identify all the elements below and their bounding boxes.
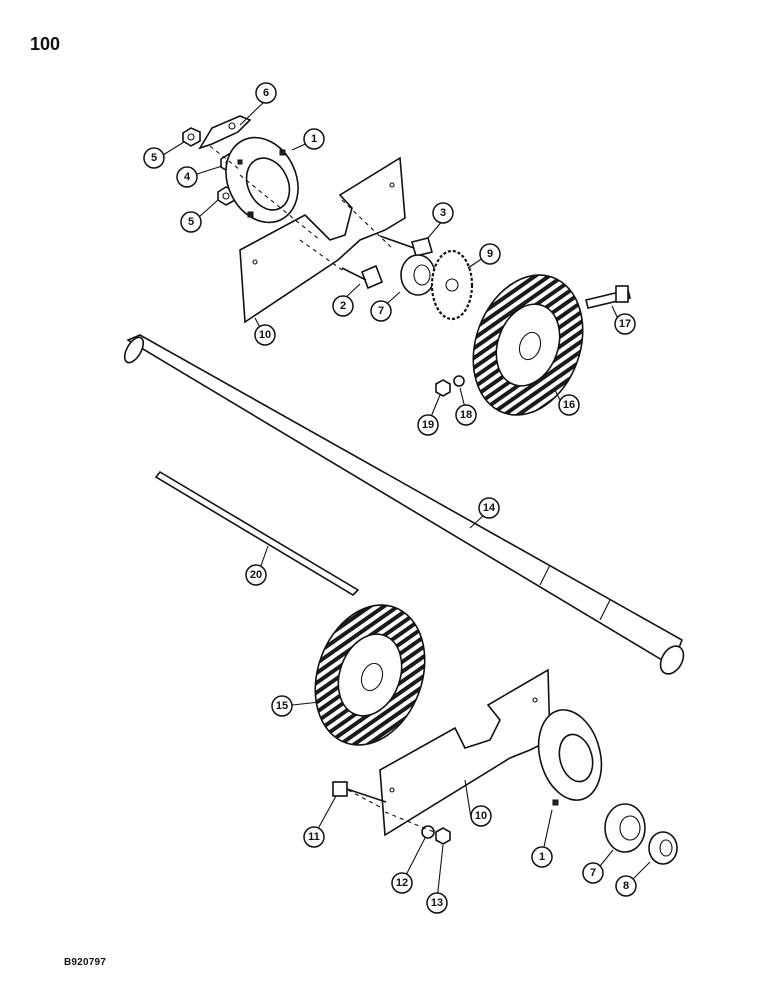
callout-8: 8 [615,875,637,897]
sprocket-part [430,249,474,321]
bolt-part [585,285,631,309]
svg-text:9: 9 [487,248,493,260]
side-plate-part [239,156,406,324]
callout-15: 15 [271,695,293,717]
washer-part [421,825,435,839]
callout-6: 6 [255,82,277,104]
callout-20: 20 [245,564,267,586]
svg-text:15: 15 [276,700,288,712]
callout-10: 10 [470,805,492,827]
svg-text:5: 5 [151,152,157,164]
bolt-part [379,235,433,257]
svg-text:12: 12 [396,877,408,889]
callout-19: 19 [417,414,439,436]
svg-text:6: 6 [263,87,269,99]
callout-7: 7 [370,300,392,322]
svg-text:7: 7 [590,867,596,879]
callout-13: 13 [426,892,448,914]
callout-9: 9 [479,243,501,265]
svg-text:17: 17 [619,318,631,330]
callout-5: 5 [143,147,165,169]
svg-text:8: 8 [623,880,629,892]
callout-16: 16 [558,394,580,416]
finned-disc-part [314,604,426,746]
callout-1: 1 [531,846,553,868]
svg-text:2: 2 [340,300,346,312]
svg-text:16: 16 [563,399,575,411]
callout-3: 3 [432,202,454,224]
key-part [154,470,360,597]
svg-text:14: 14 [483,502,496,514]
callout-2: 2 [332,295,354,317]
callout-12: 12 [391,872,413,894]
nut-part [182,127,201,147]
callout-4: 4 [176,166,198,188]
svg-text:1: 1 [539,851,545,863]
callout-11: 11 [303,826,325,848]
svg-text:10: 10 [475,810,487,822]
svg-text:4: 4 [184,171,191,183]
svg-text:5: 5 [188,216,194,228]
finned-disc-part [472,274,584,416]
svg-text:13: 13 [431,897,443,909]
svg-text:20: 20 [250,569,262,581]
svg-text:7: 7 [378,305,384,317]
bearing-part [400,254,436,296]
callout-18: 18 [455,404,477,426]
side-plate-part [379,668,551,837]
bearing-flange-part [225,136,299,224]
callout-5: 5 [180,211,202,233]
page-number: 100 [30,34,61,54]
bolt-part [332,781,387,803]
locking-collar-part [648,831,678,865]
shaft-part [123,334,685,675]
callout-14: 14 [478,497,500,519]
callout-1: 1 [303,128,325,150]
figure-code: B920797 [64,957,106,968]
nut-part [435,379,451,397]
svg-text:11: 11 [308,831,320,843]
svg-text:18: 18 [460,409,472,421]
callout-10: 10 [254,324,276,346]
washer-part [453,375,465,387]
svg-text:19: 19 [422,419,434,431]
bolt-part [341,264,384,290]
nut-part [435,827,451,845]
bearing-part [604,803,646,853]
callout-17: 17 [614,313,636,335]
bearing-flange-part [537,709,603,806]
bracket-part [198,115,252,150]
svg-text:3: 3 [440,207,446,219]
svg-text:1: 1 [311,133,317,145]
callout-7: 7 [582,862,604,884]
svg-text:10: 10 [259,329,271,341]
